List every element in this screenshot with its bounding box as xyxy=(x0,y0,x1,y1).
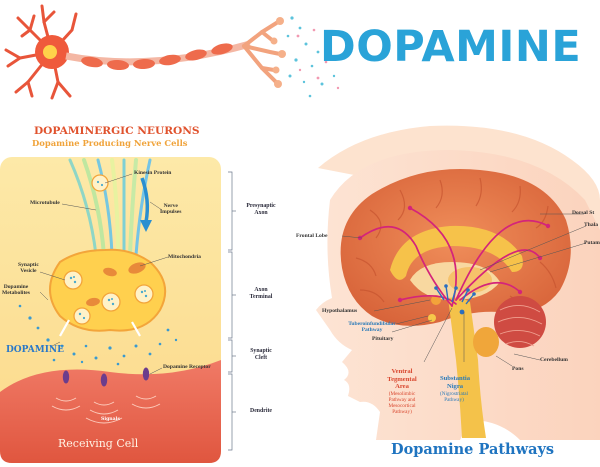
header-neuron xyxy=(4,4,340,100)
region-synaptic-cleft: Synaptic Cleft xyxy=(250,348,272,361)
label-putamen: Putam xyxy=(584,240,600,246)
label-pituitary: Pituitary xyxy=(372,336,394,342)
neuron-panel-subtitle: Dopamine Producing Nerve Cells xyxy=(32,138,188,148)
label-mesolimbic-mesocortical: (Mesolimbic Pathway and Mesocortical Pat… xyxy=(388,391,416,415)
neuron-panel-title: DOPAMINERGIC NEURONS xyxy=(34,125,200,137)
synapse-panel xyxy=(0,157,236,463)
head-brain-illustration xyxy=(316,125,600,440)
label-dopamine-metabolites: Dopamine Metabolites xyxy=(2,284,30,297)
main-title: DOPAMINE xyxy=(320,22,582,72)
brain-panel-title: Dopamine Pathways xyxy=(391,441,555,458)
label-hypothalamus: Hypothalamus xyxy=(322,308,358,314)
label-frontal-lobe: Frontal Lobe xyxy=(296,233,328,239)
label-microtubule: Microtubule xyxy=(30,200,60,206)
label-ventral-tegmental-area: Ventral Tegmental Area xyxy=(387,368,417,391)
label-pons: Pons xyxy=(512,366,524,372)
label-mitochondria: Mitochondria xyxy=(168,254,201,260)
region-dendrite: Dendrite xyxy=(250,408,272,414)
label-dopamine-receptor: Dopamine Receptor xyxy=(163,364,211,370)
label-cerebellum: Cerebellum xyxy=(540,357,568,363)
region-axon-terminal: Axon Terminal xyxy=(249,287,273,300)
label-tuberoinfundibular-pathway: Tuberoinfundibular Pathway xyxy=(348,321,396,334)
label-receiving-cell: Receiving Cell xyxy=(58,437,139,450)
label-synaptic-vesicle: Synaptic Vesicle xyxy=(18,262,39,275)
label-nerve-impulses: Nerve Impulses xyxy=(160,203,182,216)
label-dopamine: DOPAMINE xyxy=(6,345,64,355)
label-dorsal-striatum: Dorsal St xyxy=(572,210,595,216)
label-signals: Signals xyxy=(101,417,120,422)
label-kinesin-protein: Kinesin Protein xyxy=(134,170,172,176)
label-thalamus: Thala xyxy=(584,222,598,228)
label-nigrostriatal-pathway: (Nigrostriatal Pathway) xyxy=(440,391,468,403)
label-substantia-nigra: Substantia Nigra xyxy=(439,375,471,390)
region-presynaptic-axon: Presynaptic Axon xyxy=(246,203,276,216)
